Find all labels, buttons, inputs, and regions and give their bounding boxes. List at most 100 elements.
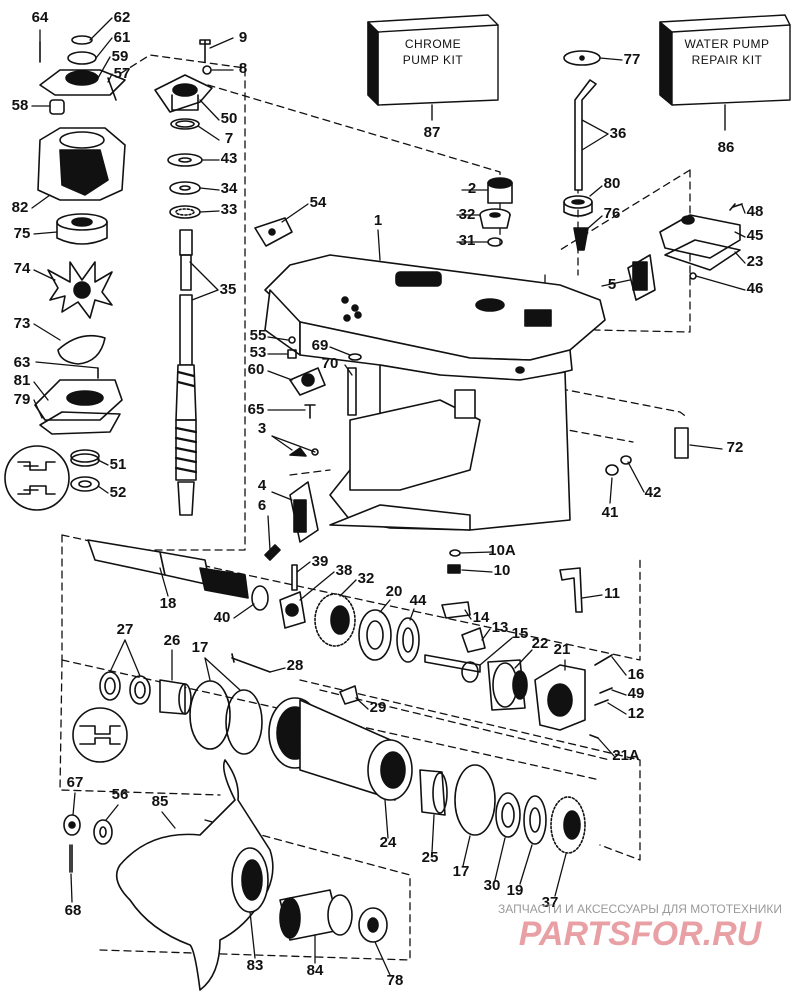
screw-48 (729, 203, 743, 211)
leader-77 (599, 57, 623, 61)
callout-56: 56 (112, 786, 129, 803)
plug-55-53 (287, 336, 297, 359)
leader-82 (31, 194, 51, 209)
grommet-80 (563, 195, 593, 217)
grommet-76 (573, 227, 589, 251)
callout-78: 78 (387, 972, 404, 989)
chrome-kit-number: 87 (424, 124, 441, 141)
leader-44 (409, 608, 415, 621)
leader-72 (689, 444, 723, 450)
watermark-tagline: ЗАПЧАСТИ И АКСЕССУАРЫ ДЛЯ МОТОТЕХНИКИ (498, 902, 782, 916)
propshaft-18 (87, 539, 249, 599)
callout-60: 60 (248, 361, 265, 378)
leader-38 (299, 571, 335, 601)
nut-67 (63, 814, 81, 836)
callout-57: 57 (114, 65, 131, 82)
callout-27: 27 (117, 621, 134, 638)
spring-21A (589, 734, 599, 739)
gearcase-1 (264, 254, 606, 531)
callout-20: 20 (386, 583, 403, 600)
callout-19: 19 (507, 882, 524, 899)
leader-78 (374, 941, 391, 976)
gasket-73 (57, 334, 106, 365)
leader-59 (97, 56, 111, 79)
impeller-75 (56, 213, 108, 245)
callout-11: 11 (604, 585, 620, 602)
thrust-hub-84 (279, 889, 353, 941)
leader-24 (384, 799, 389, 839)
leader-7 (197, 125, 220, 141)
trim-tab-60 (289, 367, 326, 396)
water-pump-repair-kit-box (659, 14, 791, 131)
thrust-bearing-33 (169, 205, 201, 219)
water-pump-housing-59 (39, 35, 126, 101)
callout-54: 54 (310, 194, 327, 211)
leader-40 (233, 603, 255, 619)
washer-30 (495, 792, 521, 838)
callout-30: 30 (484, 877, 501, 894)
callout-49: 49 (628, 685, 645, 702)
water-pump-kit-number: 86 (718, 139, 735, 156)
leader-36 (581, 119, 609, 135)
leader-39 (296, 561, 311, 573)
callout-14: 14 (473, 609, 490, 626)
leader-21A (597, 737, 615, 757)
callout-59: 59 (112, 48, 129, 65)
leader-74 (33, 269, 56, 281)
leader-35 (189, 261, 219, 291)
leader-11 (581, 594, 603, 599)
callout-46: 46 (747, 280, 764, 297)
grommet-77 (563, 50, 601, 66)
bolt-72 (674, 427, 689, 459)
callout-35: 35 (220, 281, 237, 298)
leader-79 (33, 399, 43, 419)
leader-6 (267, 515, 271, 551)
callout-26: 26 (164, 632, 181, 649)
callout-67: 67 (67, 774, 84, 791)
leader-33 (199, 210, 220, 213)
washer-8 (202, 65, 212, 75)
callout-1: 1 (374, 212, 382, 229)
callout-8: 8 (239, 60, 247, 77)
callout-83: 83 (247, 957, 264, 974)
callout-77: 77 (624, 51, 641, 68)
callout-7: 7 (225, 130, 233, 147)
leader-42 (627, 461, 645, 493)
callout-65: 65 (248, 401, 265, 418)
bearing-25 (419, 769, 448, 816)
impeller-housing-82 (37, 127, 126, 201)
plug-42 (620, 455, 632, 465)
seal-7 (170, 118, 200, 130)
callout-39: 39 (312, 553, 329, 570)
washer-56 (93, 819, 113, 845)
shim-40 (251, 585, 269, 611)
washer-44 (396, 617, 420, 663)
leader-69 (329, 346, 351, 356)
leader-36 (581, 133, 609, 151)
callout-63: 63 (14, 354, 31, 371)
leader-28 (269, 667, 286, 673)
water-pump-kit-line1: WATER PUMP (685, 37, 770, 51)
leader-19 (519, 844, 533, 885)
shift-arm-11 (559, 567, 583, 613)
screen-4 (289, 481, 319, 543)
callout-64: 64 (32, 9, 49, 26)
leader-27 (109, 639, 126, 673)
anode-54 (254, 217, 293, 247)
leader-63 (35, 361, 99, 369)
leader-22 (514, 649, 533, 669)
bearing-2 (487, 177, 513, 204)
leader-62 (89, 17, 113, 41)
callout-31: 31 (459, 232, 476, 249)
retainer-29 (339, 685, 359, 705)
clutch-21 (534, 664, 586, 731)
leader-67 (72, 792, 76, 816)
leader-46 (695, 275, 746, 291)
callout-41: 41 (602, 504, 619, 521)
shift-shaft-15 (424, 654, 481, 683)
leader-17a (204, 657, 211, 681)
callout-76: 76 (604, 205, 621, 222)
gasket-23 (664, 239, 741, 271)
washer-34 (169, 181, 201, 195)
